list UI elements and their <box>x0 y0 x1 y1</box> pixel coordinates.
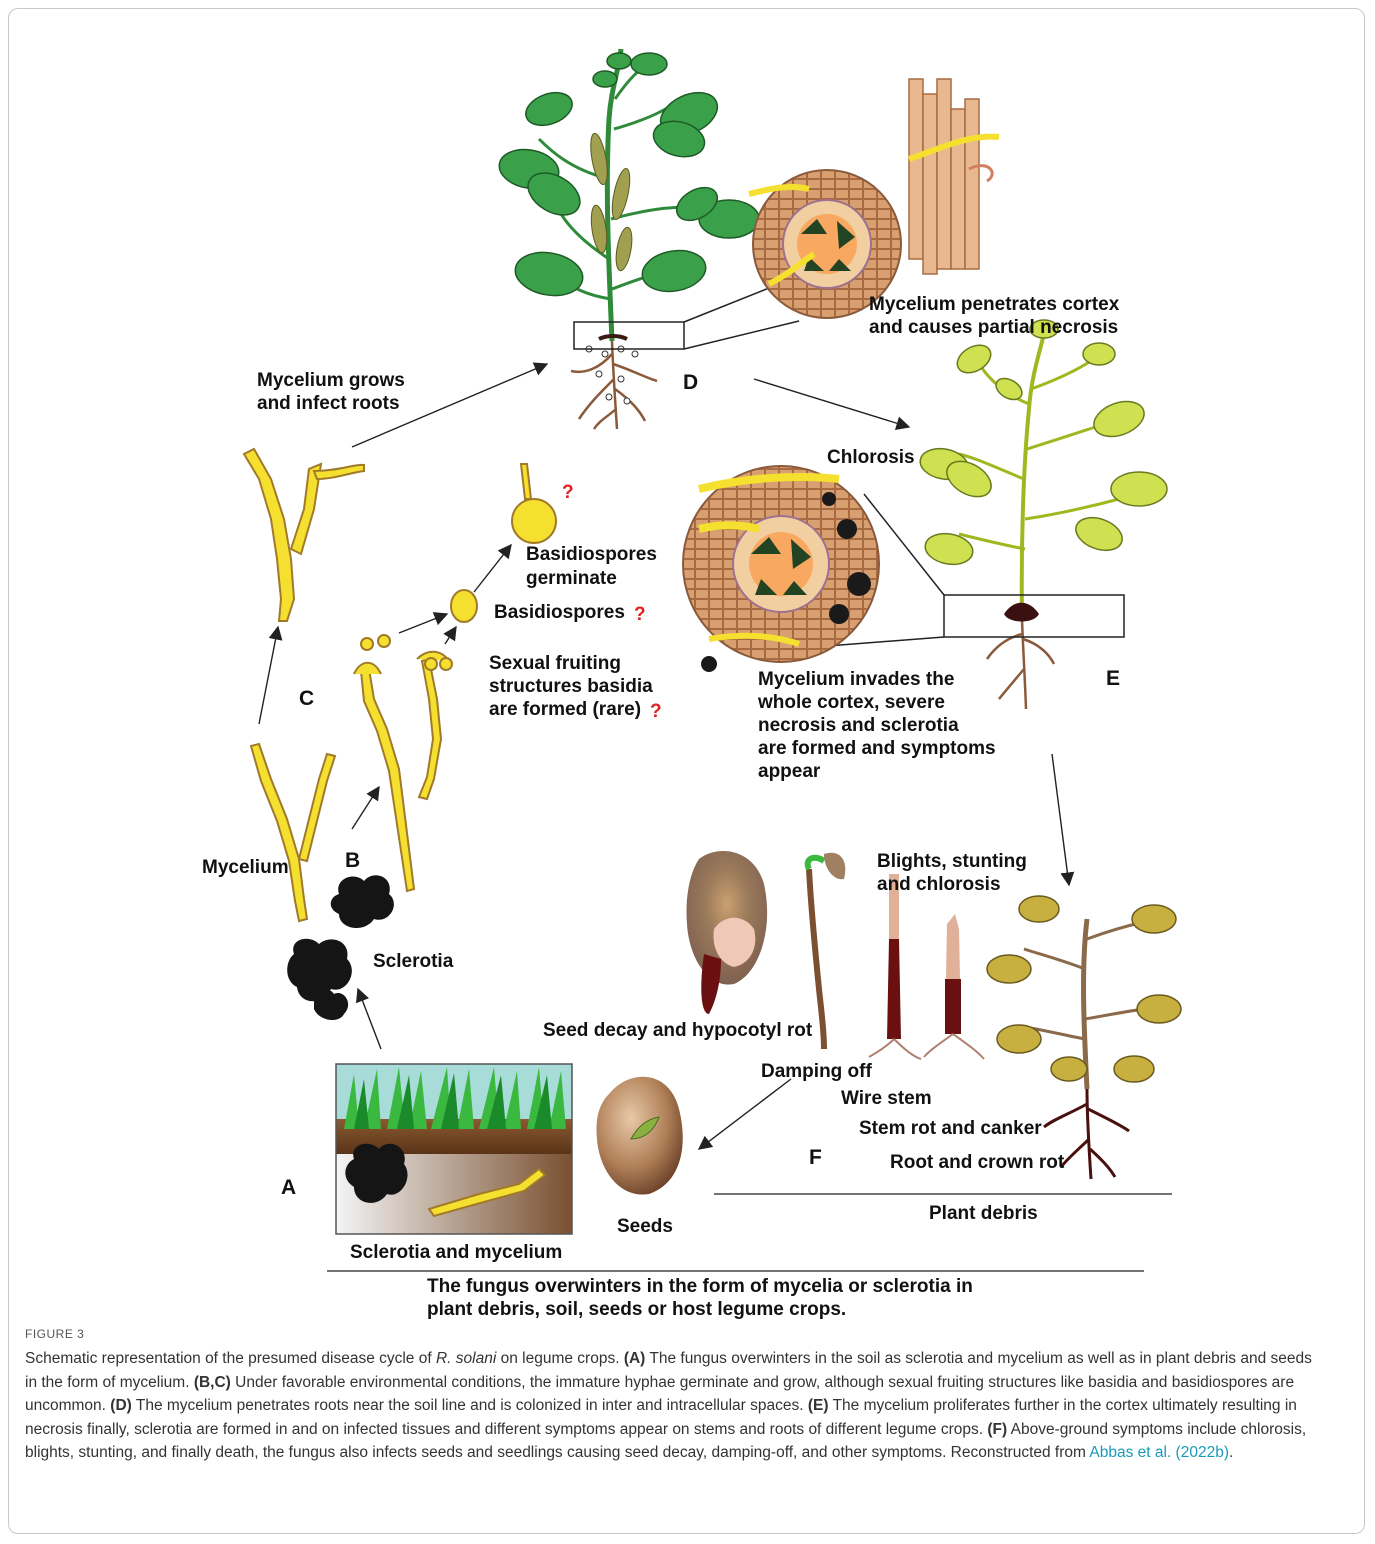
label-sclerotia: Sclerotia <box>373 951 454 972</box>
label-sclerotia-mycelium: Sclerotia and mycelium <box>350 1242 562 1263</box>
label-damping-off: Damping off <box>761 1061 872 1082</box>
seed <box>597 1077 683 1195</box>
question-mark-sexual: ? <box>650 701 662 722</box>
question-mark-germinate: ? <box>562 482 574 503</box>
caption-tag-bc: (B,C) <box>194 1374 231 1391</box>
figure-frame: Mycelium grows and infect roots D Myceli… <box>8 8 1365 1534</box>
label-seed-decay: Seed decay and hypocotyl rot <box>543 1020 813 1041</box>
caption-tag-d: (D) <box>110 1397 132 1414</box>
longitudinal-cells <box>909 79 999 274</box>
label-invades-2: whole cortex, severe <box>757 692 945 713</box>
label-a: A <box>281 1176 296 1199</box>
germinating-basidiospore <box>512 464 556 543</box>
label-plant-debris: Plant debris <box>929 1203 1038 1224</box>
figure-caption: FIGURE 3 Schematic representation of the… <box>25 1327 1315 1465</box>
reference-link[interactable]: Abbas et al. (2022b) <box>1089 1444 1229 1461</box>
label-overwinter-2: plant debris, soil, seeds or host legume… <box>427 1299 846 1319</box>
caption-intro-a: Schematic representation of the presumed… <box>25 1350 436 1367</box>
caption-species: R. solani <box>436 1350 496 1367</box>
label-blights-2: and chlorosis <box>877 874 1001 895</box>
caption-tag-f: (F) <box>987 1421 1007 1438</box>
wire-stem-seedling <box>869 874 921 1059</box>
label-mycelium-grows-2: and infect roots <box>257 393 400 414</box>
label-penetrates-2: and causes partial necrosis <box>869 317 1118 338</box>
label-sexual-2: structures basidia <box>489 676 653 697</box>
label-sexual-3: are formed (rare) <box>489 699 641 720</box>
disease-cycle-diagram: Mycelium grows and infect roots D Myceli… <box>9 9 1365 1319</box>
hypha-c <box>244 449 364 621</box>
basidiospore <box>451 590 477 622</box>
caption-intro-b: on legume crops. <box>496 1350 624 1367</box>
label-basidiospores-germinate-1: Basidiospores <box>526 544 657 565</box>
question-mark-basidiospores: ? <box>634 604 646 625</box>
seed-decay <box>687 851 768 1014</box>
label-invades-5: appear <box>758 761 821 782</box>
figure-label: FIGURE 3 <box>25 1327 1315 1341</box>
label-mycelium: Mycelium <box>202 857 289 878</box>
caption-tag-a: (A) <box>624 1350 646 1367</box>
label-blights-1: Blights, stunting <box>877 851 1027 872</box>
label-basidiospores-germinate-2: germinate <box>526 568 617 589</box>
damping-off-seedling <box>808 853 846 1049</box>
caption-text-d: The mycelium penetrates roots near the s… <box>132 1397 808 1414</box>
label-overwinter-1: The fungus overwinters in the form of my… <box>427 1276 973 1297</box>
label-wire-stem: Wire stem <box>841 1088 932 1109</box>
label-d: D <box>683 371 698 394</box>
label-e: E <box>1106 667 1120 690</box>
soil-box-a <box>336 1064 572 1234</box>
label-invades-4: are formed and symptoms <box>758 738 996 759</box>
stem-rot-seedling <box>924 914 984 1059</box>
caption-end: . <box>1229 1444 1233 1461</box>
cortex-section-e <box>683 466 879 672</box>
label-stem-rot: Stem rot and canker <box>859 1118 1042 1139</box>
label-mycelium-grows-1: Mycelium grows <box>257 370 405 391</box>
label-seeds: Seeds <box>617 1216 673 1237</box>
basidia-b <box>354 635 452 891</box>
label-invades-3: necrosis and sclerotia <box>758 715 959 736</box>
label-b: B <box>345 849 360 872</box>
label-sexual-1: Sexual fruiting <box>489 653 621 674</box>
label-invades-1: Mycelium invades the <box>758 669 954 690</box>
mycelium-b <box>251 744 335 921</box>
label-c: C <box>299 687 314 710</box>
label-penetrates-1: Mycelium penetrates cortex <box>869 294 1120 315</box>
label-chlorosis: Chlorosis <box>827 447 915 468</box>
caption-text: Schematic representation of the presumed… <box>25 1347 1315 1465</box>
label-basidiospores: Basidiospores <box>494 602 625 623</box>
label-root-crown-rot: Root and crown rot <box>890 1152 1065 1173</box>
label-f: F <box>809 1146 822 1169</box>
caption-tag-e: (E) <box>808 1397 829 1414</box>
